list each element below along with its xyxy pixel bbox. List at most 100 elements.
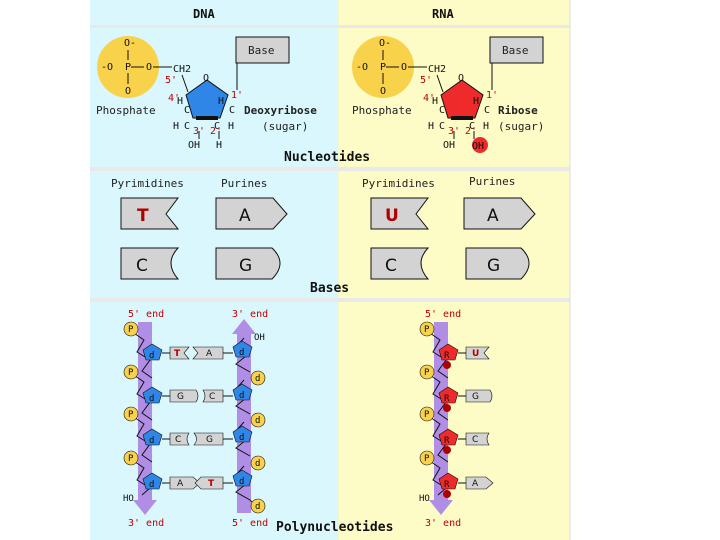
purines-label: Purines [469, 175, 515, 188]
svg-text:1': 1' [231, 90, 243, 101]
phosphate-label: Phosphate [352, 104, 412, 117]
svg-text:P: P [380, 62, 386, 73]
ribose-2-hydroxyl [472, 137, 488, 153]
svg-text:d: d [255, 374, 260, 384]
svg-text:d: d [149, 436, 154, 446]
svg-text:OH: OH [443, 140, 455, 151]
svg-text:5': 5' [165, 75, 177, 86]
dna-header: DNA [193, 7, 215, 21]
svg-text:P: P [424, 368, 430, 378]
pyrimidines-label: Pyrimidines [111, 177, 184, 190]
dna-strand-left: P P P P d d d d HO [123, 321, 163, 504]
ribose-label: Ribose [498, 104, 538, 117]
svg-text:(sugar): (sugar) [262, 120, 308, 133]
svg-text:U: U [385, 206, 399, 226]
svg-text:H: H [228, 121, 234, 132]
svg-text:1': 1' [486, 90, 498, 101]
svg-text:T: T [137, 206, 149, 226]
svg-text:2': 2' [465, 126, 477, 137]
svg-text:A: A [206, 349, 213, 359]
bases-title: Bases [310, 281, 349, 296]
svg-text:OH: OH [254, 333, 265, 343]
svg-text:P: P [424, 325, 430, 335]
dna-base-pair: A T [162, 476, 233, 490]
phosphate-label: Phosphate [96, 104, 156, 117]
base-shape-g [215, 247, 281, 280]
svg-text:C: C [469, 121, 475, 132]
svg-text:H: H [473, 96, 479, 107]
base-shape-u [370, 197, 430, 230]
svg-text:HO: HO [123, 494, 134, 504]
svg-text:P: P [128, 454, 134, 464]
svg-text:O-: O- [379, 38, 391, 49]
svg-text:d: d [149, 394, 154, 404]
dna-base-pair: T A [162, 346, 233, 360]
svg-text:d: d [255, 502, 260, 512]
svg-text:U: U [472, 349, 479, 359]
svg-text:3' end: 3' end [128, 518, 164, 529]
base-box [235, 36, 290, 64]
svg-text:d: d [255, 416, 260, 426]
svg-text:A: A [177, 479, 184, 489]
svg-text:H: H [483, 121, 489, 132]
svg-text:C: C [184, 105, 190, 116]
svg-text:d: d [239, 391, 244, 401]
dna-base-pair: G C [162, 389, 233, 403]
svg-text:C: C [214, 121, 220, 132]
svg-text:P: P [128, 368, 134, 378]
pyrimidines-label: Pyrimidines [362, 177, 435, 190]
svg-text:5': 5' [420, 75, 432, 86]
svg-text:O: O [401, 62, 407, 73]
svg-text:R: R [444, 351, 450, 361]
svg-text:T: T [208, 479, 215, 489]
base-shape-c [120, 247, 180, 280]
svg-text:C: C [209, 392, 215, 402]
svg-text:4': 4' [423, 93, 435, 104]
svg-text:C: C [385, 256, 397, 276]
svg-text:A: A [487, 206, 499, 226]
svg-text:G: G [487, 256, 500, 276]
section-divider [90, 25, 570, 28]
svg-text:O: O [380, 86, 386, 97]
svg-text:-O: -O [101, 62, 113, 73]
svg-text:C: C [439, 121, 445, 132]
nucleotides-title: Nucleotides [284, 150, 370, 165]
base-shape-a [215, 197, 288, 230]
deoxyribose-label: Deoxyribose [244, 104, 317, 117]
svg-text:d: d [239, 433, 244, 443]
base-shape-a [463, 197, 536, 230]
svg-text:R: R [444, 394, 450, 404]
base-shape-t [120, 197, 180, 230]
svg-text:A: A [239, 206, 251, 226]
svg-text:H: H [218, 96, 224, 107]
svg-text:H: H [216, 140, 222, 151]
dna-base-pair: C G [162, 432, 233, 446]
svg-text:R: R [444, 436, 450, 446]
svg-text:G: G [177, 392, 184, 402]
svg-text:C: C [472, 435, 478, 445]
svg-text:G: G [206, 435, 213, 445]
svg-text:OH: OH [188, 140, 200, 151]
svg-text:HO: HO [419, 494, 430, 504]
svg-text:P: P [424, 454, 430, 464]
svg-text:Base: Base [248, 44, 275, 57]
svg-text:P: P [128, 325, 134, 335]
svg-text:3' end: 3' end [425, 518, 461, 529]
dna-strand-right: OH d d d d d d d d [232, 333, 266, 514]
dna-backbone-left [133, 322, 157, 515]
svg-text:d: d [239, 348, 244, 358]
svg-text:G: G [239, 256, 252, 276]
phosphate-circle [352, 36, 414, 98]
dna-backbone-right [232, 319, 256, 513]
base-box [489, 36, 544, 64]
svg-text:C: C [136, 256, 148, 276]
svg-text:CH2: CH2 [428, 64, 446, 75]
ribose-ring [440, 79, 484, 119]
svg-text:O-: O- [124, 38, 136, 49]
base-shape-c [370, 247, 430, 280]
svg-text:P: P [125, 62, 131, 73]
svg-text:O: O [203, 73, 209, 84]
svg-text:O: O [146, 62, 152, 73]
svg-text:OH: OH [472, 141, 484, 152]
